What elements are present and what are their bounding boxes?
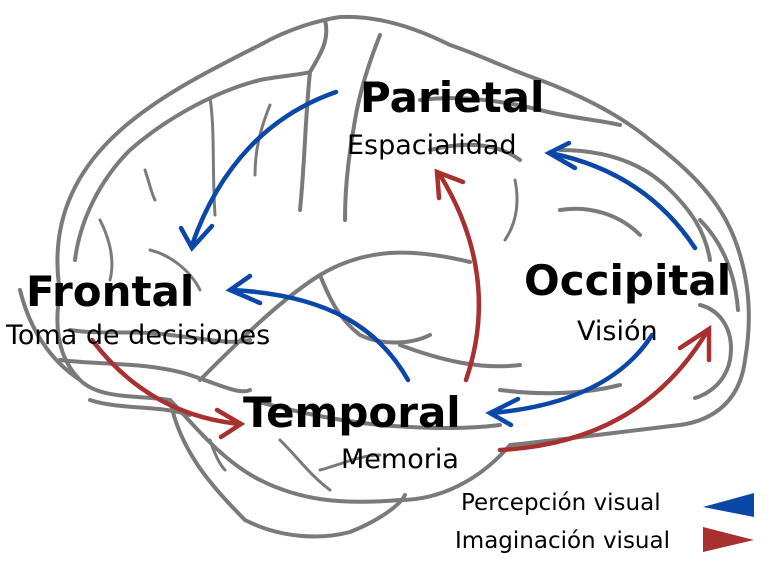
arrow-imagination-frontal-to-temporal bbox=[89, 337, 243, 427]
brain-fold bbox=[558, 206, 642, 237]
lobe-title-frontal: Frontal bbox=[26, 267, 194, 316]
arrow-perception-temporal-to-frontal bbox=[229, 287, 411, 383]
lobe-title-temporal: Temporal bbox=[243, 388, 461, 437]
lobe-labels: Parietal Espacialidad Frontal Toma de de… bbox=[5, 73, 731, 475]
arrowhead-perception-parietal bbox=[544, 140, 578, 171]
brain-fold bbox=[168, 398, 247, 522]
brain-fold bbox=[243, 493, 407, 539]
brain-fold bbox=[18, 288, 82, 382]
arrow-perception-occipital-to-temporal bbox=[489, 332, 655, 416]
lobe-function-occipital: Visión bbox=[577, 316, 658, 347]
brain-fold bbox=[278, 438, 332, 492]
arrowhead-perception-frontal-2 bbox=[225, 273, 263, 306]
brain-fold bbox=[98, 218, 114, 282]
brain-fold bbox=[208, 96, 217, 217]
brain-fold bbox=[58, 358, 252, 394]
arrows bbox=[89, 89, 712, 453]
brain-fold bbox=[398, 343, 522, 369]
brain-fold bbox=[498, 383, 622, 396]
arrowhead-imagination-occipital bbox=[677, 324, 712, 363]
brain-fold bbox=[558, 148, 712, 262]
brain-illustration bbox=[18, 14, 751, 539]
arrow-imagination-temporal-to-occipital bbox=[497, 327, 711, 453]
brain-fold bbox=[143, 168, 157, 202]
lobe-function-parietal: Espacialidad bbox=[347, 130, 517, 161]
lobe-title-parietal: Parietal bbox=[360, 73, 544, 122]
brain-fold bbox=[503, 178, 519, 242]
brain-fold bbox=[418, 96, 622, 127]
arrowhead-perception-frontal-1 bbox=[178, 223, 215, 252]
brain-fold bbox=[298, 18, 329, 212]
arrow-perception-occipital-to-parietal bbox=[547, 150, 698, 251]
arrowhead-perception-temporal bbox=[485, 396, 521, 428]
brain-fold bbox=[68, 328, 252, 344]
brain-outline bbox=[55, 14, 751, 504]
brain-fold bbox=[343, 33, 382, 222]
legend-label-imagination: Imaginación visual bbox=[455, 528, 670, 554]
arrowhead-imagination-parietal bbox=[434, 168, 466, 201]
lobe-title-occipital: Occipital bbox=[524, 256, 731, 305]
brain-fold bbox=[693, 303, 733, 400]
legend: Percepción visual Imaginación visual bbox=[455, 490, 754, 554]
brain-fold bbox=[318, 273, 432, 345]
legend-arrow-perception-icon bbox=[703, 493, 754, 517]
sylvian-fissure bbox=[198, 250, 472, 382]
brain-fold bbox=[148, 248, 202, 292]
brain-fold bbox=[698, 218, 740, 312]
brain-fold bbox=[208, 438, 227, 472]
arrowhead-imagination-temporal bbox=[214, 407, 246, 440]
brain-fold bbox=[88, 398, 192, 417]
brain-fold bbox=[428, 142, 522, 162]
legend-arrow-imagination-icon bbox=[703, 527, 754, 552]
lobe-function-frontal: Toma de decisiones bbox=[5, 320, 270, 351]
brain-fold bbox=[318, 453, 382, 472]
legend-label-perception: Percepción visual bbox=[461, 490, 661, 516]
arrow-perception-parietal-to-frontal bbox=[189, 89, 339, 248]
arrow-imagination-temporal-to-parietal bbox=[437, 172, 482, 383]
brain-fold bbox=[73, 70, 312, 262]
lobe-function-temporal: Memoria bbox=[341, 444, 459, 475]
brain-fold bbox=[248, 398, 502, 431]
